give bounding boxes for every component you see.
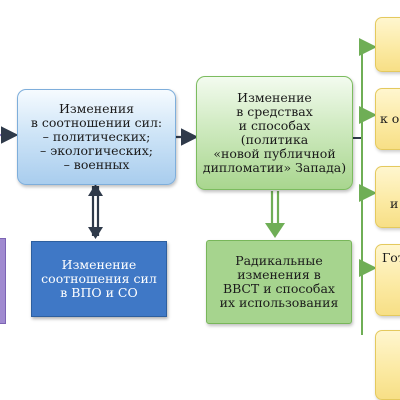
- double-arrow-forces-balance: [88, 184, 103, 239]
- radical-change-box: Радикальные изменения в ВВСТ и способах …: [206, 240, 352, 324]
- forces-change-box: Изменения в соотношении сил: – политичес…: [17, 89, 176, 185]
- right-box-2: к о: [375, 88, 400, 150]
- left-cropped-box: [0, 238, 6, 324]
- means-change-box: Изменение в средствах и способах (полити…: [196, 76, 353, 190]
- right-box-4: Гот: [375, 244, 400, 316]
- right-box-5: [375, 330, 400, 400]
- balance-change-box: Изменение соотношения сил в ВПО и СО: [31, 241, 167, 317]
- arrow-means-to-radical: [265, 191, 285, 238]
- right-box-1: [375, 17, 400, 72]
- right-box-3: и: [375, 166, 400, 228]
